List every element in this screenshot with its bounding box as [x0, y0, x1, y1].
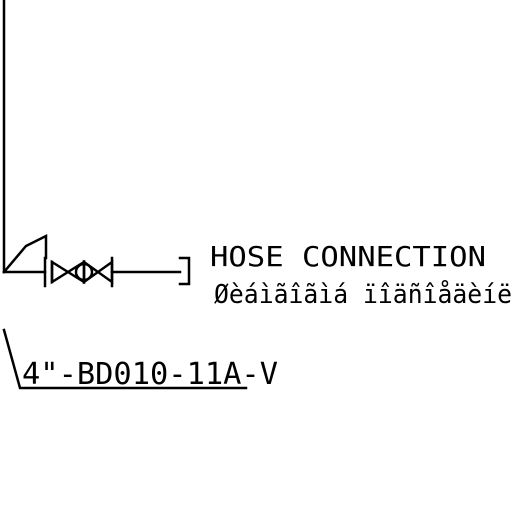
- line-number-label: 4"-BD010-11A-V: [22, 357, 278, 392]
- hose-connection-cap: [178, 256, 191, 286]
- valve-stem-circle: [74, 262, 94, 282]
- hose-connection-label: HOSE CONNECTION: [210, 240, 486, 273]
- branch-tee-symbol: [2, 233, 48, 274]
- hose-connection-label-secondary: Øèáìãîãìá ïîäñîåäèíë: [214, 279, 512, 310]
- line-number-leader: [2, 328, 248, 390]
